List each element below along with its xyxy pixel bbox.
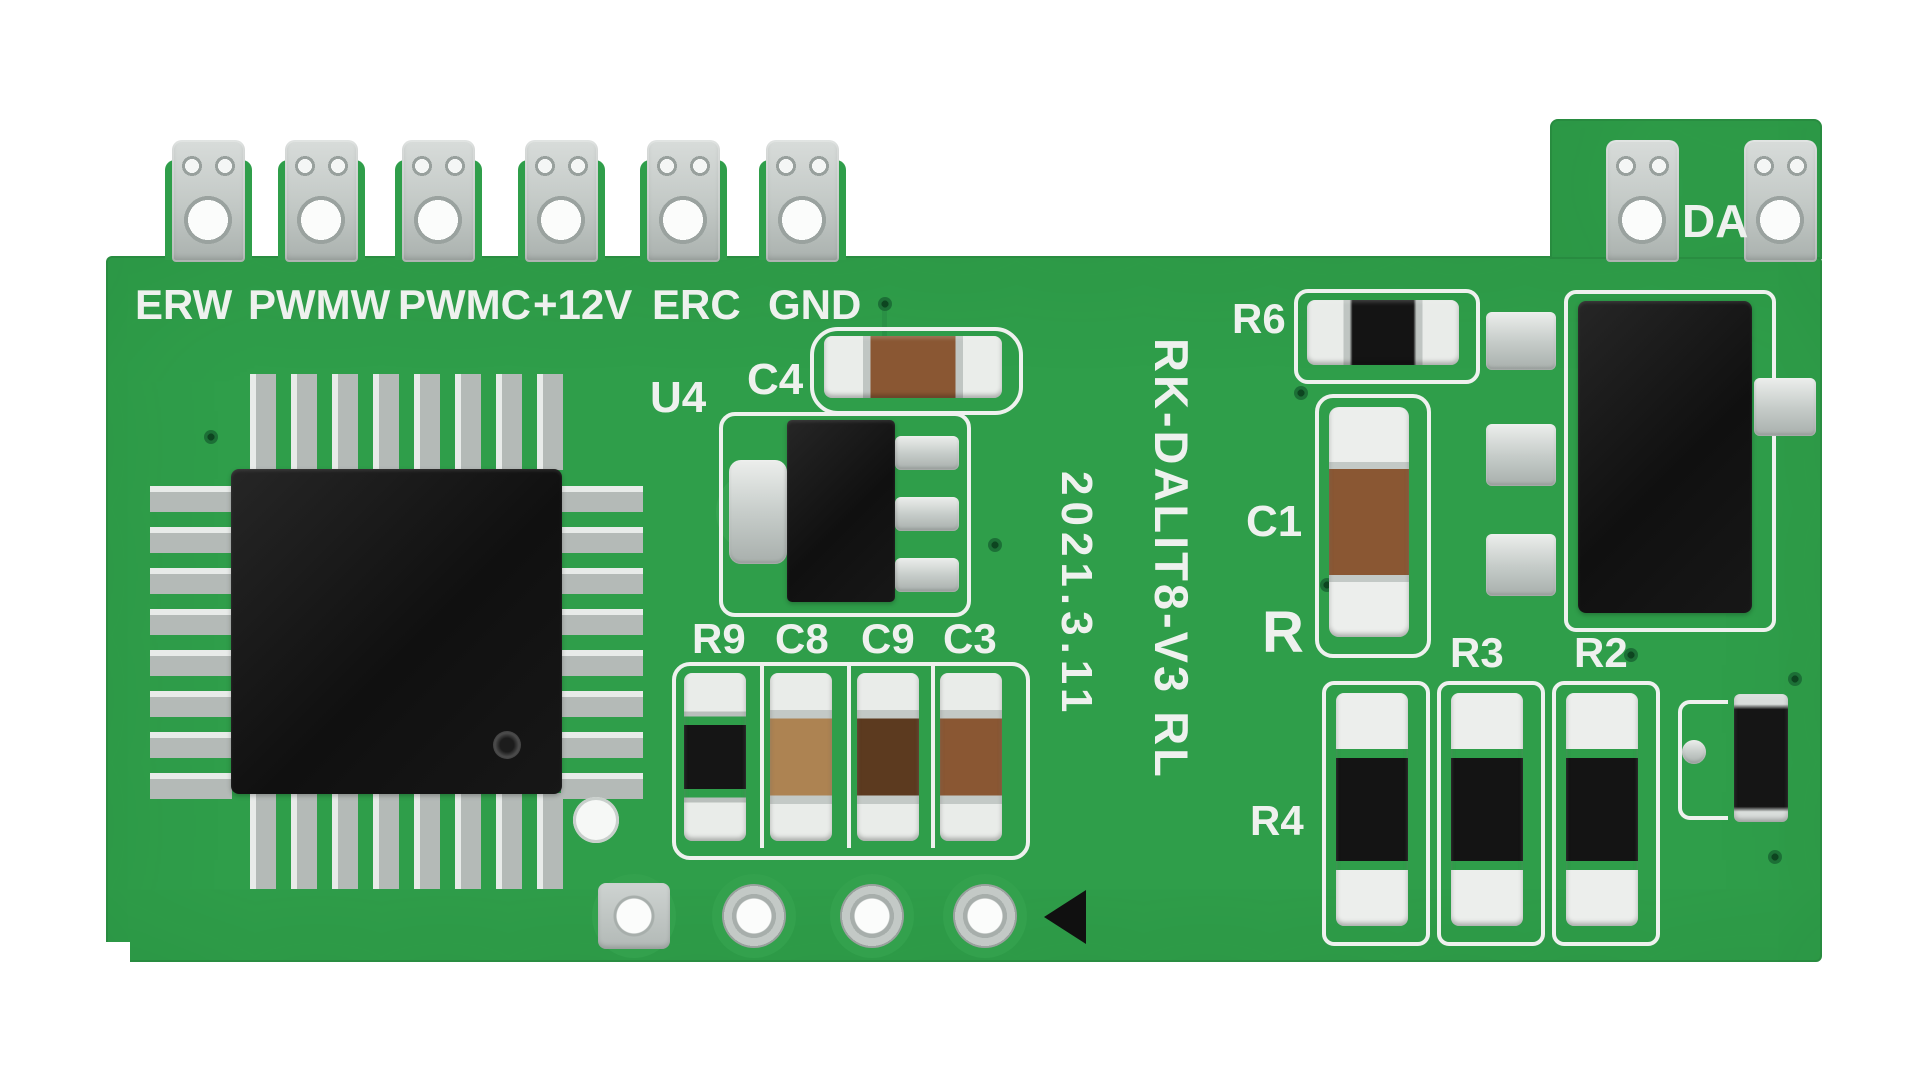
regulator-tab <box>1754 378 1816 436</box>
pin1-dot <box>493 731 521 759</box>
silk-divider <box>847 666 851 848</box>
r3-label: R3 <box>1450 629 1504 676</box>
u4-label: U4 <box>650 373 707 422</box>
model-text: RK-DALIT8-V3 RL <box>1145 338 1198 780</box>
r3-outline <box>1437 681 1545 946</box>
c4-capacitor <box>824 336 1002 398</box>
terminal-label-12v: +12V <box>533 281 633 328</box>
mount-pad-round <box>953 884 1017 948</box>
c3-label: C3 <box>943 615 997 662</box>
terminal-pad-12v <box>525 140 598 262</box>
r2-outline <box>1552 681 1660 946</box>
c4-label: C4 <box>747 355 804 404</box>
c4-outline <box>810 327 1023 415</box>
terminal-pad-erc <box>647 140 720 262</box>
mount-pad-square <box>598 883 670 949</box>
r6-label: R6 <box>1232 295 1286 342</box>
r4-outline <box>1322 681 1430 946</box>
r4-resistor <box>1336 693 1408 926</box>
r6-resistor <box>1307 300 1459 365</box>
diode-body <box>1734 694 1788 822</box>
c8-label: C8 <box>775 615 829 662</box>
regulator-pad <box>1486 312 1556 370</box>
terminal-pad-pwmw <box>285 140 358 262</box>
c8-capacitor <box>770 673 832 841</box>
r-label: R <box>1262 600 1304 665</box>
r4-label: R4 <box>1250 797 1304 844</box>
via <box>988 538 1002 552</box>
passives-group-outline <box>672 662 1030 860</box>
qfp-leads-bottom <box>250 793 563 889</box>
r2-label: R2 <box>1574 629 1628 676</box>
u4-tab <box>729 460 787 564</box>
terminal-pad-pwmc <box>402 140 475 262</box>
via <box>1788 672 1802 686</box>
via <box>878 297 892 311</box>
c1-label: C1 <box>1246 497 1303 546</box>
terminal-label-da: DA <box>1682 195 1749 247</box>
regulator-body <box>1578 301 1752 613</box>
via <box>1768 850 1782 864</box>
terminal-label-gnd: GND <box>768 281 862 328</box>
mount-pad-round <box>722 884 786 948</box>
r9-label: R9 <box>692 615 746 662</box>
terminal-pad-gnd <box>766 140 839 262</box>
board-notch <box>106 942 130 962</box>
silk-divider <box>760 666 764 848</box>
terminal-pad-erw <box>172 140 245 262</box>
via <box>1624 648 1638 662</box>
r6-outline <box>1294 289 1480 384</box>
c3-capacitor <box>940 673 1002 841</box>
regulator-pad <box>1486 424 1556 486</box>
via-hole-white <box>573 797 619 843</box>
c9-capacitor <box>857 673 919 841</box>
c1-capacitor <box>1329 407 1409 637</box>
terminal-label-erc: ERC <box>652 281 741 328</box>
u4-body <box>787 420 895 602</box>
c1-outline <box>1315 394 1431 658</box>
via <box>1294 386 1308 400</box>
qfp-leads-right <box>561 486 643 799</box>
terminal-label-pwmw: PWMW <box>248 281 391 328</box>
date-text: 2021.3.11 <box>1052 471 1101 719</box>
qfp-leads-left <box>150 486 232 799</box>
solder-dot <box>1682 740 1706 764</box>
terminal-pad-da-1 <box>1606 140 1679 262</box>
terminal-label-pwmc: PWMC <box>398 281 531 328</box>
r9-resistor <box>684 673 746 841</box>
terminal-pad-da-2 <box>1744 140 1817 262</box>
mount-pad-round <box>840 884 904 948</box>
qfp-leads-top <box>250 374 563 470</box>
terminal-label-erw: ERW <box>135 281 233 328</box>
diode-outline <box>1678 700 1728 820</box>
via <box>204 430 218 444</box>
arrow-marker <box>1044 890 1086 944</box>
silk-divider <box>931 666 935 848</box>
u4-lead <box>895 436 959 470</box>
r2-resistor <box>1566 693 1638 926</box>
r3-resistor <box>1451 693 1523 926</box>
main-mcu-chip <box>231 469 562 794</box>
regulator-pad <box>1486 534 1556 596</box>
regulator-outline <box>1564 290 1776 632</box>
u4-lead <box>895 497 959 531</box>
c9-label: C9 <box>861 615 915 662</box>
u4-lead <box>895 558 959 592</box>
